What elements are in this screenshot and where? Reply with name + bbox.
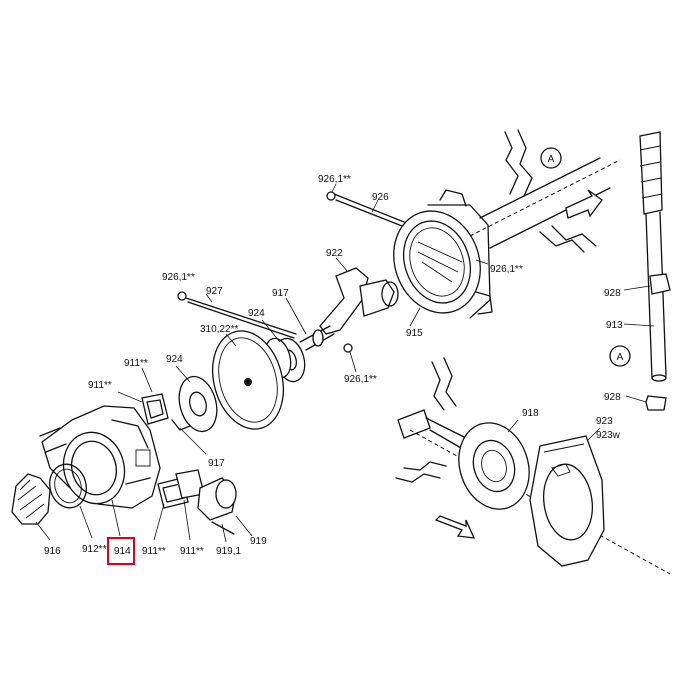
shaft-917-top [285,297,335,351]
label-919-1: 919,1 [216,546,241,557]
gaskets-911-lower [153,469,205,541]
label-922: 922 [326,248,343,259]
screw-926-1-mid [343,343,357,373]
pipe-upper [469,129,621,253]
label-911-c: 911** [142,546,166,557]
label-911-b: 911** [88,380,112,391]
label-914: 914 [114,546,131,557]
label-926: 926 [372,192,389,203]
pump-body-914 [39,405,161,537]
reference-a-top: A [540,147,562,169]
label-310-22: 310,22** [200,324,238,335]
reference-a-right: A [609,345,631,367]
label-911-a: 911** [124,358,148,369]
label-918: 918 [522,408,539,419]
label-a-right: A [617,352,624,363]
ring-912 [49,463,93,539]
label-928-bottom: 928 [604,392,621,403]
label-927: 927 [206,286,223,297]
label-926-1-top: 926,1** [318,174,351,185]
label-924-top: 924 [248,308,265,319]
clip-928-bottom [625,395,667,411]
label-923w: 923w [596,430,621,441]
label-913: 913 [606,320,623,331]
label-924-left: 924 [166,354,183,365]
label-917-bottom: 917 [208,458,225,469]
screw-926 [326,183,405,227]
knob-916 [11,473,51,541]
label-926-1-mid: 926,1** [344,374,377,385]
pipe-lower [395,357,671,575]
label-917-top: 917 [272,288,289,299]
label-919: 919 [250,536,267,547]
gasket-911-top [117,367,169,425]
dial-923 [529,427,605,567]
pin-927 [177,291,297,339]
label-916: 916 [44,546,61,557]
label-923: 923 [596,416,613,427]
housing-915 [393,189,493,319]
label-928-top: 928 [604,288,621,299]
label-926-1-right: 926,1** [490,264,523,275]
disc-918 [458,419,530,510]
label-a-top: A [548,154,555,165]
rod-913 [623,131,671,382]
disc-924-left [171,365,218,433]
highlight-box-914 [107,537,135,565]
lever-922 [319,257,399,335]
label-915: 915 [406,328,423,339]
label-926-1-left: 926,1** [162,272,195,283]
disc-310-22 [212,330,284,430]
label-912: 912** [82,544,107,555]
label-911-d: 911** [180,546,204,557]
part-917-bottom [179,427,207,455]
plug-919 [197,477,253,543]
